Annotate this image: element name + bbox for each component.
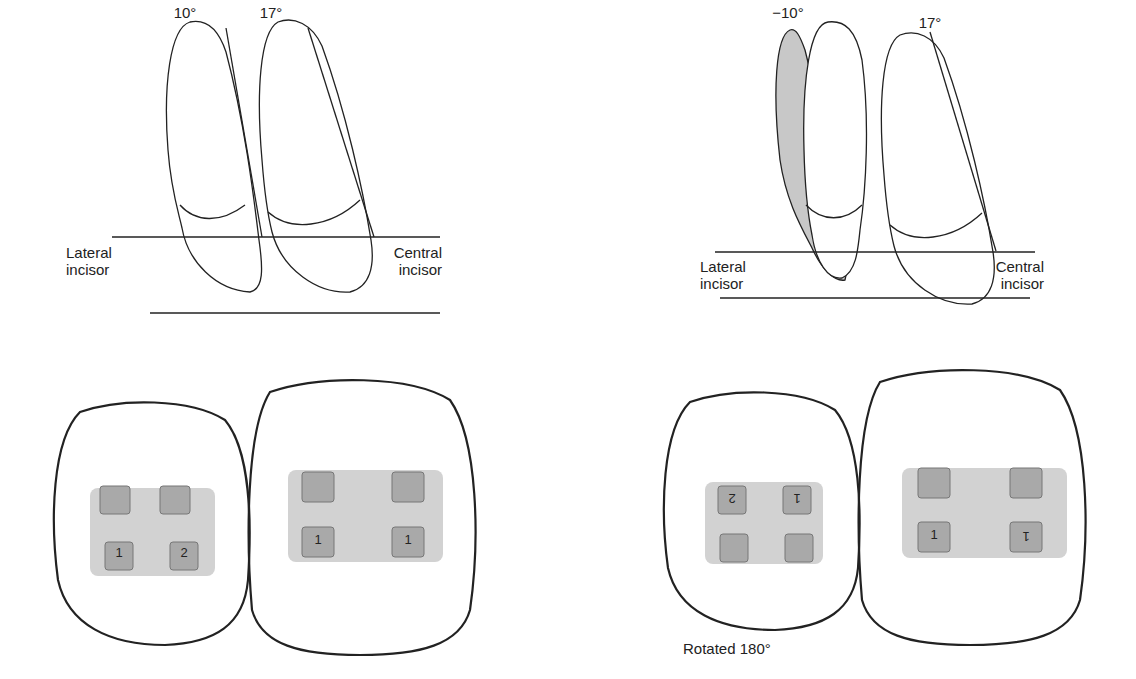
wing-number: 1 [105, 546, 133, 561]
bracket [902, 468, 1067, 558]
tooth-name: Lateral incisor [700, 258, 780, 293]
central-incisor-profile [881, 33, 994, 304]
lateral-incisor-profile [804, 22, 867, 278]
wing-number: 1 [918, 528, 950, 543]
angle-label: −10° [760, 4, 816, 21]
enamel-junction [806, 205, 862, 218]
bracket [288, 470, 443, 562]
enamel-junction [890, 213, 982, 238]
wing-number: 1 [302, 533, 334, 548]
reference-line [715, 251, 1035, 252]
inclination-line [308, 28, 374, 237]
lateral-crown [54, 402, 250, 645]
bracket [90, 486, 215, 576]
reference-line [150, 312, 440, 313]
reference-line [720, 297, 1030, 298]
inclination-line [930, 32, 996, 251]
note-label: Rotated 180° [683, 640, 843, 657]
reference-line [112, 236, 440, 237]
tooth-name: Lateral incisor [66, 244, 146, 279]
lateral-crown [664, 392, 860, 630]
lateral-incisor-profile [166, 21, 261, 292]
angle-label: 10° [160, 4, 210, 21]
enamel-junction [180, 205, 245, 219]
central-incisor-profile [259, 20, 372, 292]
bracket [705, 482, 823, 564]
inclination-line [226, 28, 262, 237]
tooth-name: Central incisor [980, 258, 1044, 293]
wing-number: 1 [392, 533, 424, 548]
central-crown [859, 370, 1086, 645]
enamel-junction [268, 200, 360, 225]
central-crown [249, 380, 476, 655]
angle-label: 17° [246, 4, 296, 21]
tooth-name: Central incisor [378, 244, 442, 279]
wing-number: 1 [783, 490, 811, 505]
wing-number: 2 [170, 546, 198, 561]
wing-number: 2 [718, 490, 746, 505]
angle-label: 17° [905, 14, 955, 31]
wing-number: 1 [1010, 528, 1042, 543]
